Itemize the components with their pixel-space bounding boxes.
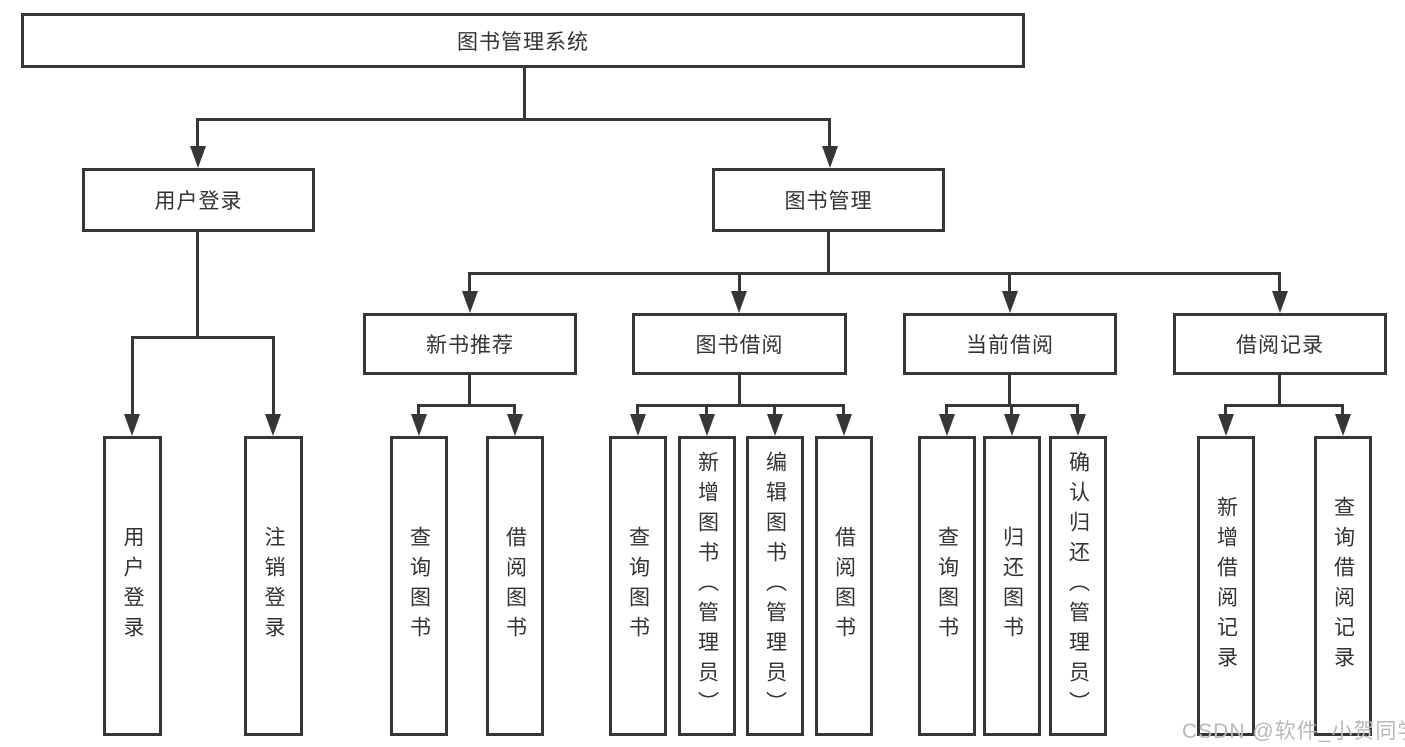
leaf-label: 新增借阅记录 — [1214, 496, 1238, 676]
arrow-down-icon — [836, 414, 852, 436]
connector-root-hline — [197, 118, 831, 121]
connector-hline — [1224, 404, 1344, 407]
csdn-watermark: CSDN @软件_小贺同学 — [1182, 720, 1405, 743]
leaf-add-books-admin: 新增图书（管理员） — [678, 436, 736, 736]
arrow-down-icon — [1272, 291, 1288, 313]
connector-bookmgmt-hline — [468, 272, 1281, 275]
arrow-down-icon — [939, 414, 955, 436]
connector-stem — [272, 336, 275, 416]
connector-hline — [636, 404, 845, 407]
connector-stem — [131, 336, 134, 416]
connector-userlogin-vline — [196, 232, 199, 336]
leaf-borrow-books-recommend: 借阅图书 — [486, 436, 544, 736]
connector-stem — [636, 404, 639, 416]
connector-stem — [1076, 404, 1079, 416]
leaf-label: 借阅图书 — [832, 526, 856, 646]
connector-vline — [1008, 375, 1011, 406]
leaf-return-books: 归还图书 — [983, 436, 1041, 736]
connector-stem — [196, 118, 199, 150]
leaf-logout: 注销登录 — [244, 436, 303, 736]
leaf-query-books-recommend: 查询图书 — [390, 436, 448, 736]
arrow-down-icon — [507, 414, 523, 436]
leaf-confirm-return-admin: 确认归还（管理员） — [1049, 436, 1107, 736]
arrow-down-icon — [731, 291, 747, 313]
leaf-borrow-books: 借阅图书 — [815, 436, 873, 736]
leaf-label: 归还图书 — [1000, 526, 1024, 646]
leaf-user-login: 用户登录 — [103, 436, 162, 736]
node-label: 图书管理系统 — [457, 30, 589, 54]
connector-stem — [1224, 404, 1227, 416]
connector-userlogin-hline — [131, 336, 274, 339]
node-label: 用户登录 — [154, 190, 243, 213]
connector-stem — [842, 404, 845, 416]
leaf-label: 查询借阅记录 — [1331, 496, 1355, 676]
leaf-query-borrow-record: 查询借阅记录 — [1314, 436, 1372, 736]
leaf-label: 确认归还（管理员） — [1066, 451, 1090, 721]
node-new-book-recommend: 新书推荐 — [363, 313, 577, 375]
node-label: 当前借阅 — [966, 334, 1054, 357]
leaf-edit-books-admin: 编辑图书（管理员） — [746, 436, 804, 736]
leaf-label: 注销登录 — [262, 526, 285, 646]
leaf-label: 查询图书 — [626, 526, 650, 646]
leaf-add-borrow-record: 新增借阅记录 — [1197, 436, 1255, 736]
arrow-down-icon — [1004, 414, 1020, 436]
connector-stem — [738, 272, 741, 293]
node-label: 借阅记录 — [1236, 334, 1324, 357]
node-label: 新书推荐 — [426, 334, 514, 357]
connector-root-vline — [523, 68, 526, 118]
leaf-label: 新增图书（管理员） — [695, 451, 719, 721]
connector-stem — [1010, 404, 1013, 416]
arrow-down-icon — [265, 414, 281, 436]
connector-stem — [705, 404, 708, 416]
connector-hline — [417, 404, 516, 407]
connector-stem — [417, 404, 420, 416]
node-borrow-records: 借阅记录 — [1173, 313, 1387, 375]
connector-stem — [1008, 272, 1011, 293]
arrow-down-icon — [190, 146, 206, 168]
arrow-down-icon — [124, 414, 140, 436]
node-label: 图书借阅 — [695, 334, 784, 357]
arrow-down-icon — [822, 146, 838, 168]
arrow-down-icon — [411, 414, 427, 436]
arrow-down-icon — [1070, 414, 1086, 436]
arrow-down-icon — [630, 414, 646, 436]
leaf-label: 查询图书 — [935, 526, 959, 646]
leaf-label: 用户登录 — [121, 526, 144, 646]
connector-stem — [773, 404, 776, 416]
leaf-label: 借阅图书 — [503, 526, 527, 646]
arrow-down-icon — [1335, 414, 1351, 436]
leaf-label: 查询图书 — [407, 526, 431, 646]
leaf-query-books-current: 查询图书 — [918, 436, 976, 736]
connector-vline — [1278, 375, 1281, 406]
connector-stem — [468, 272, 471, 293]
arrow-down-icon — [699, 414, 715, 436]
connector-stem — [828, 118, 831, 150]
arrow-down-icon — [1002, 291, 1018, 313]
node-label: 图书管理 — [784, 190, 873, 213]
connector-vline — [738, 375, 741, 406]
node-user-login: 用户登录 — [82, 168, 315, 232]
arrow-down-icon — [767, 414, 783, 436]
connector-stem — [1278, 272, 1281, 293]
connector-stem — [945, 404, 948, 416]
leaf-query-books-borrow: 查询图书 — [609, 436, 667, 736]
node-current-borrow: 当前借阅 — [903, 313, 1117, 375]
arrow-down-icon — [1218, 414, 1234, 436]
connector-stem — [1341, 404, 1344, 416]
node-book-borrow: 图书借阅 — [632, 313, 847, 375]
connector-vline — [468, 375, 471, 406]
leaf-label: 编辑图书（管理员） — [763, 451, 787, 721]
connector-bookmgmt-vline — [827, 232, 830, 272]
node-root: 图书管理系统 — [21, 13, 1025, 68]
arrow-down-icon — [462, 291, 478, 313]
connector-stem — [513, 404, 516, 416]
node-book-management: 图书管理 — [712, 168, 945, 232]
